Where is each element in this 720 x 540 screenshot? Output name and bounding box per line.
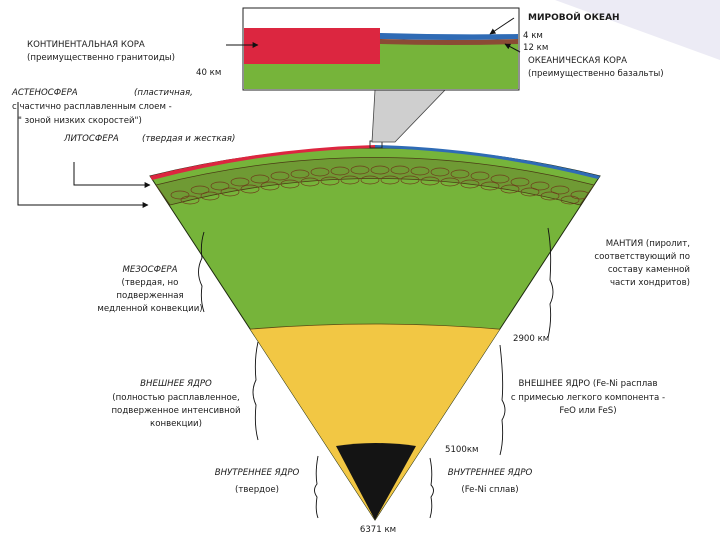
world-ocean-label: МИРОВОЙ ОКЕАН (528, 11, 620, 23)
outer-core-left-line2: (полностью расплавленное, (112, 393, 240, 403)
mesosphere-label: МЕЗОСФЕРА (122, 265, 177, 275)
depth-4-label: 4 км (523, 31, 543, 41)
mantle-line4: части хондритов) (610, 278, 690, 288)
continental-crust-note: (преимущественно гранитоиды) (27, 53, 175, 63)
crust-inset (242, 7, 520, 91)
continental-crust-strip (150, 145, 375, 180)
oceanic-crust-note: (преимущественно базальты) (528, 69, 664, 79)
asthenosphere-line2: с частично расплавленным слоем - (12, 102, 172, 112)
outer-core-left-label: ВНЕШНЕЕ ЯДРО (140, 379, 212, 389)
asthenosphere-note: (пластичная, (134, 88, 193, 98)
lithosphere-note: (твердая и жесткая) (142, 134, 235, 144)
mesosphere-line3: подверженная (116, 291, 183, 301)
inset-continental-crust (244, 28, 380, 64)
outer-core-right-line2: с примесью легкого компонента - (511, 393, 665, 403)
asthenosphere-label: АСТЕНОСФЕРА (11, 88, 78, 98)
inner-core-left-label: ВНУТРЕННЕЕ ЯДРО (215, 468, 300, 478)
depth-5100-label: 5100км (445, 445, 479, 455)
asthenosphere-cells (170, 165, 590, 205)
continental-crust-label: КОНТИНЕНТАЛЬНАЯ КОРА (27, 40, 145, 50)
mantle-line3: составу каменной (608, 265, 690, 275)
lithosphere-label: ЛИТОСФЕРА (63, 134, 119, 144)
mantle-label: МАНТИЯ (пиролит, (606, 239, 690, 249)
depth-12-label: 12 км (523, 43, 548, 53)
corner-decoration (555, 0, 720, 60)
asthenosphere-band (155, 157, 595, 206)
outer-core-right-label: ВНЕШНЕЕ ЯДРО (Fe-Ni расплав (518, 379, 657, 389)
annotation-leaders (17, 17, 554, 519)
earth-wedge (149, 140, 601, 521)
outer-core-right-line3: FeO или FeS) (559, 406, 616, 416)
inset-oceanic-crust (380, 39, 518, 45)
oceanic-crust-strip (375, 145, 600, 179)
depth-6371-label: 6371 км (360, 525, 396, 535)
depth-40-label: 40 км (196, 68, 221, 78)
labels: КОНТИНЕНТАЛЬНАЯ КОРА (преимущественно гр… (11, 11, 690, 535)
inset-ocean-layer (380, 33, 518, 40)
mesosphere-line4: медленной конвекции) (97, 304, 202, 314)
inner-core-right-line2: (Fe-Ni сплав) (461, 485, 518, 495)
oceanic-crust-label: ОКЕАНИЧЕСКАЯ КОРА (528, 56, 627, 66)
outer-core-left-line3: подверженное интенсивной (111, 406, 240, 416)
depth-2900-label: 2900 км (513, 334, 549, 344)
mantle-line2: соответствующий по (594, 252, 690, 262)
inner-core-left-line2: (твердое) (235, 485, 279, 495)
outer-core-left-line4: конвекции) (150, 419, 202, 429)
inner-core-region (336, 443, 416, 520)
mesosphere-line2: (твердая, но (122, 278, 179, 288)
asthenosphere-line3: " зоной низких скоростей") (18, 116, 142, 126)
inner-core-right-label: ВНУТРЕННЕЕ ЯДРО (448, 468, 533, 478)
zoom-funnel (371, 89, 446, 143)
